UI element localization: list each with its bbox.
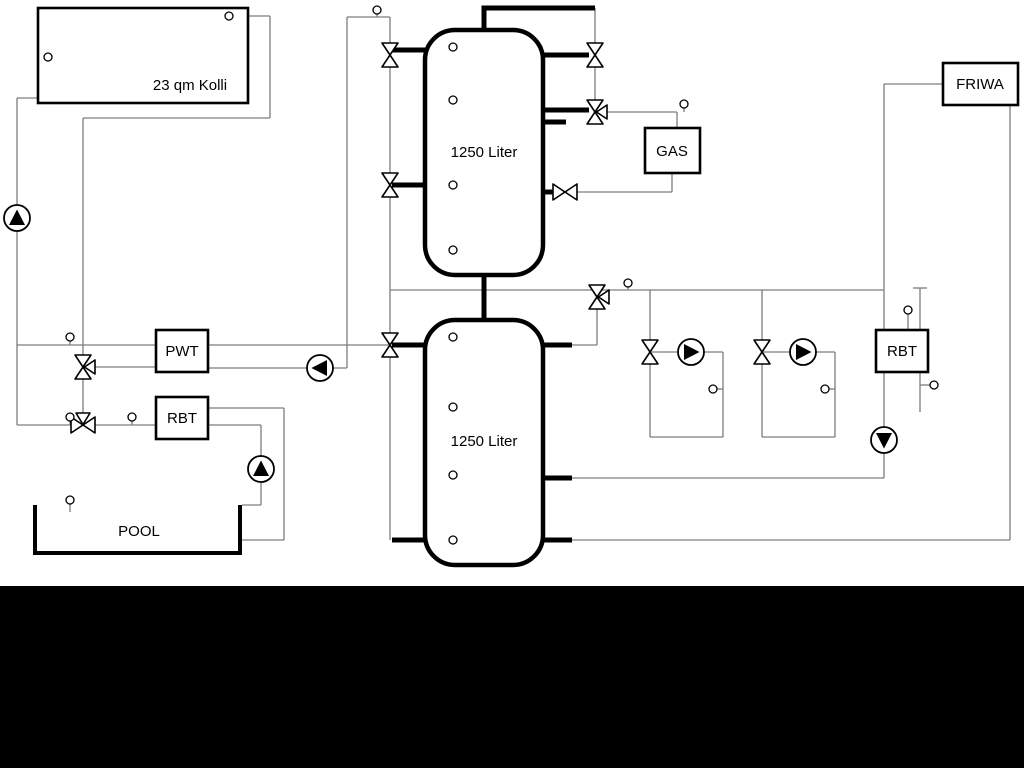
sensor-icon-tank2-2 bbox=[448, 402, 458, 412]
rbt-left-box bbox=[154, 395, 210, 441]
sensor-icon-tank1-1 bbox=[448, 42, 458, 52]
sensor-icon-tank1-3 bbox=[448, 180, 458, 190]
sensor-icon-gas-supply bbox=[679, 99, 689, 109]
pump-icon-heating-circuit-2 bbox=[789, 338, 817, 366]
pump-icon-collector bbox=[3, 204, 31, 232]
pump-icon-rbt-right bbox=[870, 426, 898, 454]
sensor-icon-rbt-right-side bbox=[929, 380, 939, 390]
gas-boiler-box bbox=[643, 126, 702, 175]
pipes-thin bbox=[16, 8, 1011, 541]
three-way-valve-icon-header bbox=[588, 284, 610, 310]
rbt-left-label: RBT bbox=[167, 410, 197, 427]
sensor-icon-circuit-2 bbox=[820, 384, 830, 394]
pwt-label: PWT bbox=[165, 343, 198, 360]
three-way-valve-icon-gas-supply bbox=[586, 99, 608, 125]
sensor-icon-header-valve bbox=[623, 278, 633, 288]
pump-icon-heating-circuit-1 bbox=[677, 338, 705, 366]
buffer-tank-top bbox=[422, 27, 546, 278]
friwa-station-box bbox=[941, 61, 1020, 107]
pump-icon-pwt bbox=[306, 354, 334, 382]
sensor-icon-collector-top bbox=[224, 11, 234, 21]
gas-label: GAS bbox=[656, 143, 688, 160]
pwt-heat-exchanger-box bbox=[154, 328, 210, 374]
rbt-right-label: RBT bbox=[887, 343, 917, 360]
sensor-icon-tank1-2 bbox=[448, 95, 458, 105]
solar-collector-box bbox=[36, 6, 250, 105]
pool-basin bbox=[33, 505, 242, 555]
three-way-valve-icon-pwt-supply bbox=[74, 354, 96, 380]
collector-label: 23 qm Kolli bbox=[153, 77, 227, 94]
buffer-tank-bottom bbox=[422, 317, 546, 568]
sensor-icon-tank2-4 bbox=[448, 535, 458, 545]
three-way-valve-icon-rbt-supply bbox=[70, 412, 96, 434]
sensor-icon-tank1-4 bbox=[448, 245, 458, 255]
friwa-label: FRIWA bbox=[956, 76, 1004, 93]
valves bbox=[70, 42, 771, 434]
sensor-icon-rbt-right-top bbox=[903, 305, 913, 315]
sensor-icon-header-top bbox=[372, 5, 382, 15]
sensor-icon-rbt-left-1 bbox=[65, 412, 75, 422]
pump-icon-pool bbox=[247, 455, 275, 483]
sensor-icon-pwt-left bbox=[65, 332, 75, 342]
rbt-right-box bbox=[874, 328, 930, 374]
sensor-icon-rbt-left-2 bbox=[127, 412, 137, 422]
sensor-icon-tank2-1 bbox=[448, 332, 458, 342]
sensor-icon-circuit-1 bbox=[708, 384, 718, 394]
sensor-icon-pool bbox=[65, 495, 75, 505]
tank-bottom-label: 1250 Liter bbox=[451, 433, 518, 450]
pipes-thick bbox=[392, 5, 595, 543]
pool-label: POOL bbox=[118, 523, 160, 540]
sensor-icon-tank2-3 bbox=[448, 470, 458, 480]
sensor-icon-collector-left bbox=[43, 52, 53, 62]
tank-top-label: 1250 Liter bbox=[451, 144, 518, 161]
